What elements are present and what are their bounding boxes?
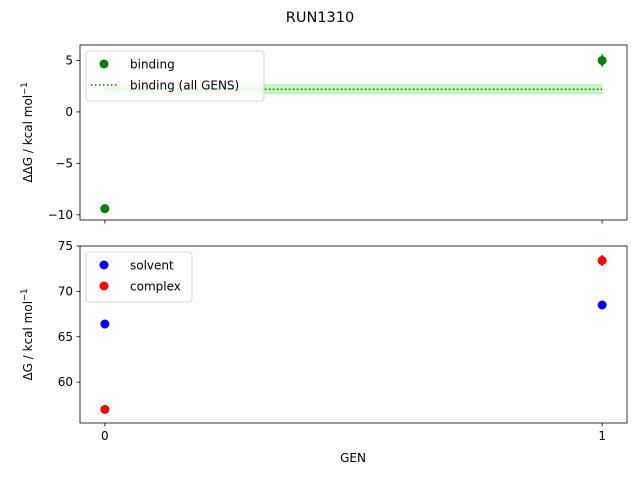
solvent-complex-panel: 75 70 65 60 0 1 ΔG / kcal mol−1 solvent complex [20, 239, 628, 443]
axes-frame [79, 44, 628, 221]
x-tick-label: 1 [598, 429, 606, 443]
data-point-binding [597, 55, 607, 65]
legend-label: binding [130, 58, 175, 72]
axes-frame [79, 245, 628, 424]
data-point-solvent [597, 300, 607, 310]
legend-label: solvent [130, 259, 174, 273]
legend-marker [99, 260, 109, 270]
y-axis-label-superscript: −1 [20, 82, 30, 95]
figure-title: RUN1310 [286, 10, 354, 26]
data-point-solvent [100, 319, 110, 329]
legend: binding binding (all GENS) [85, 50, 265, 102]
y-axis-label-superscript: −1 [20, 288, 30, 301]
y-axis-label-main: ΔΔG / kcal mol [21, 95, 35, 183]
y-tick-label: 0 [65, 105, 73, 119]
legend: solvent complex [85, 251, 193, 303]
y-tick-label: 5 [65, 53, 73, 67]
y-tick-label: 65 [58, 330, 73, 344]
data-point-complex [597, 256, 607, 266]
legend-label: complex [130, 280, 181, 294]
y-tick-label: 75 [58, 239, 73, 253]
binding-panel: 5 0 −5 −10 ΔΔG / kcal mol−1 binding binding (a… [20, 44, 628, 224]
legend-marker [99, 281, 109, 291]
legend-marker [99, 59, 109, 69]
legend-label: binding (all GENS) [130, 79, 239, 93]
y-tick-label: −10 [48, 208, 73, 222]
x-tick-label: 0 [101, 429, 109, 443]
y-tick-label: 70 [58, 284, 73, 298]
y-axis-label: ΔG / kcal mol−1 [20, 288, 35, 380]
y-axis-label: ΔΔG / kcal mol−1 [20, 82, 35, 182]
y-tick-label: 60 [58, 375, 73, 389]
legend-box [85, 50, 265, 102]
y-axis-label-main: ΔG / kcal mol [21, 301, 35, 381]
data-point-binding [100, 204, 110, 214]
legend-box [85, 251, 193, 303]
data-point-complex [100, 404, 110, 414]
y-tick-label: −5 [55, 156, 73, 170]
x-axis-label: GEN [340, 451, 366, 465]
